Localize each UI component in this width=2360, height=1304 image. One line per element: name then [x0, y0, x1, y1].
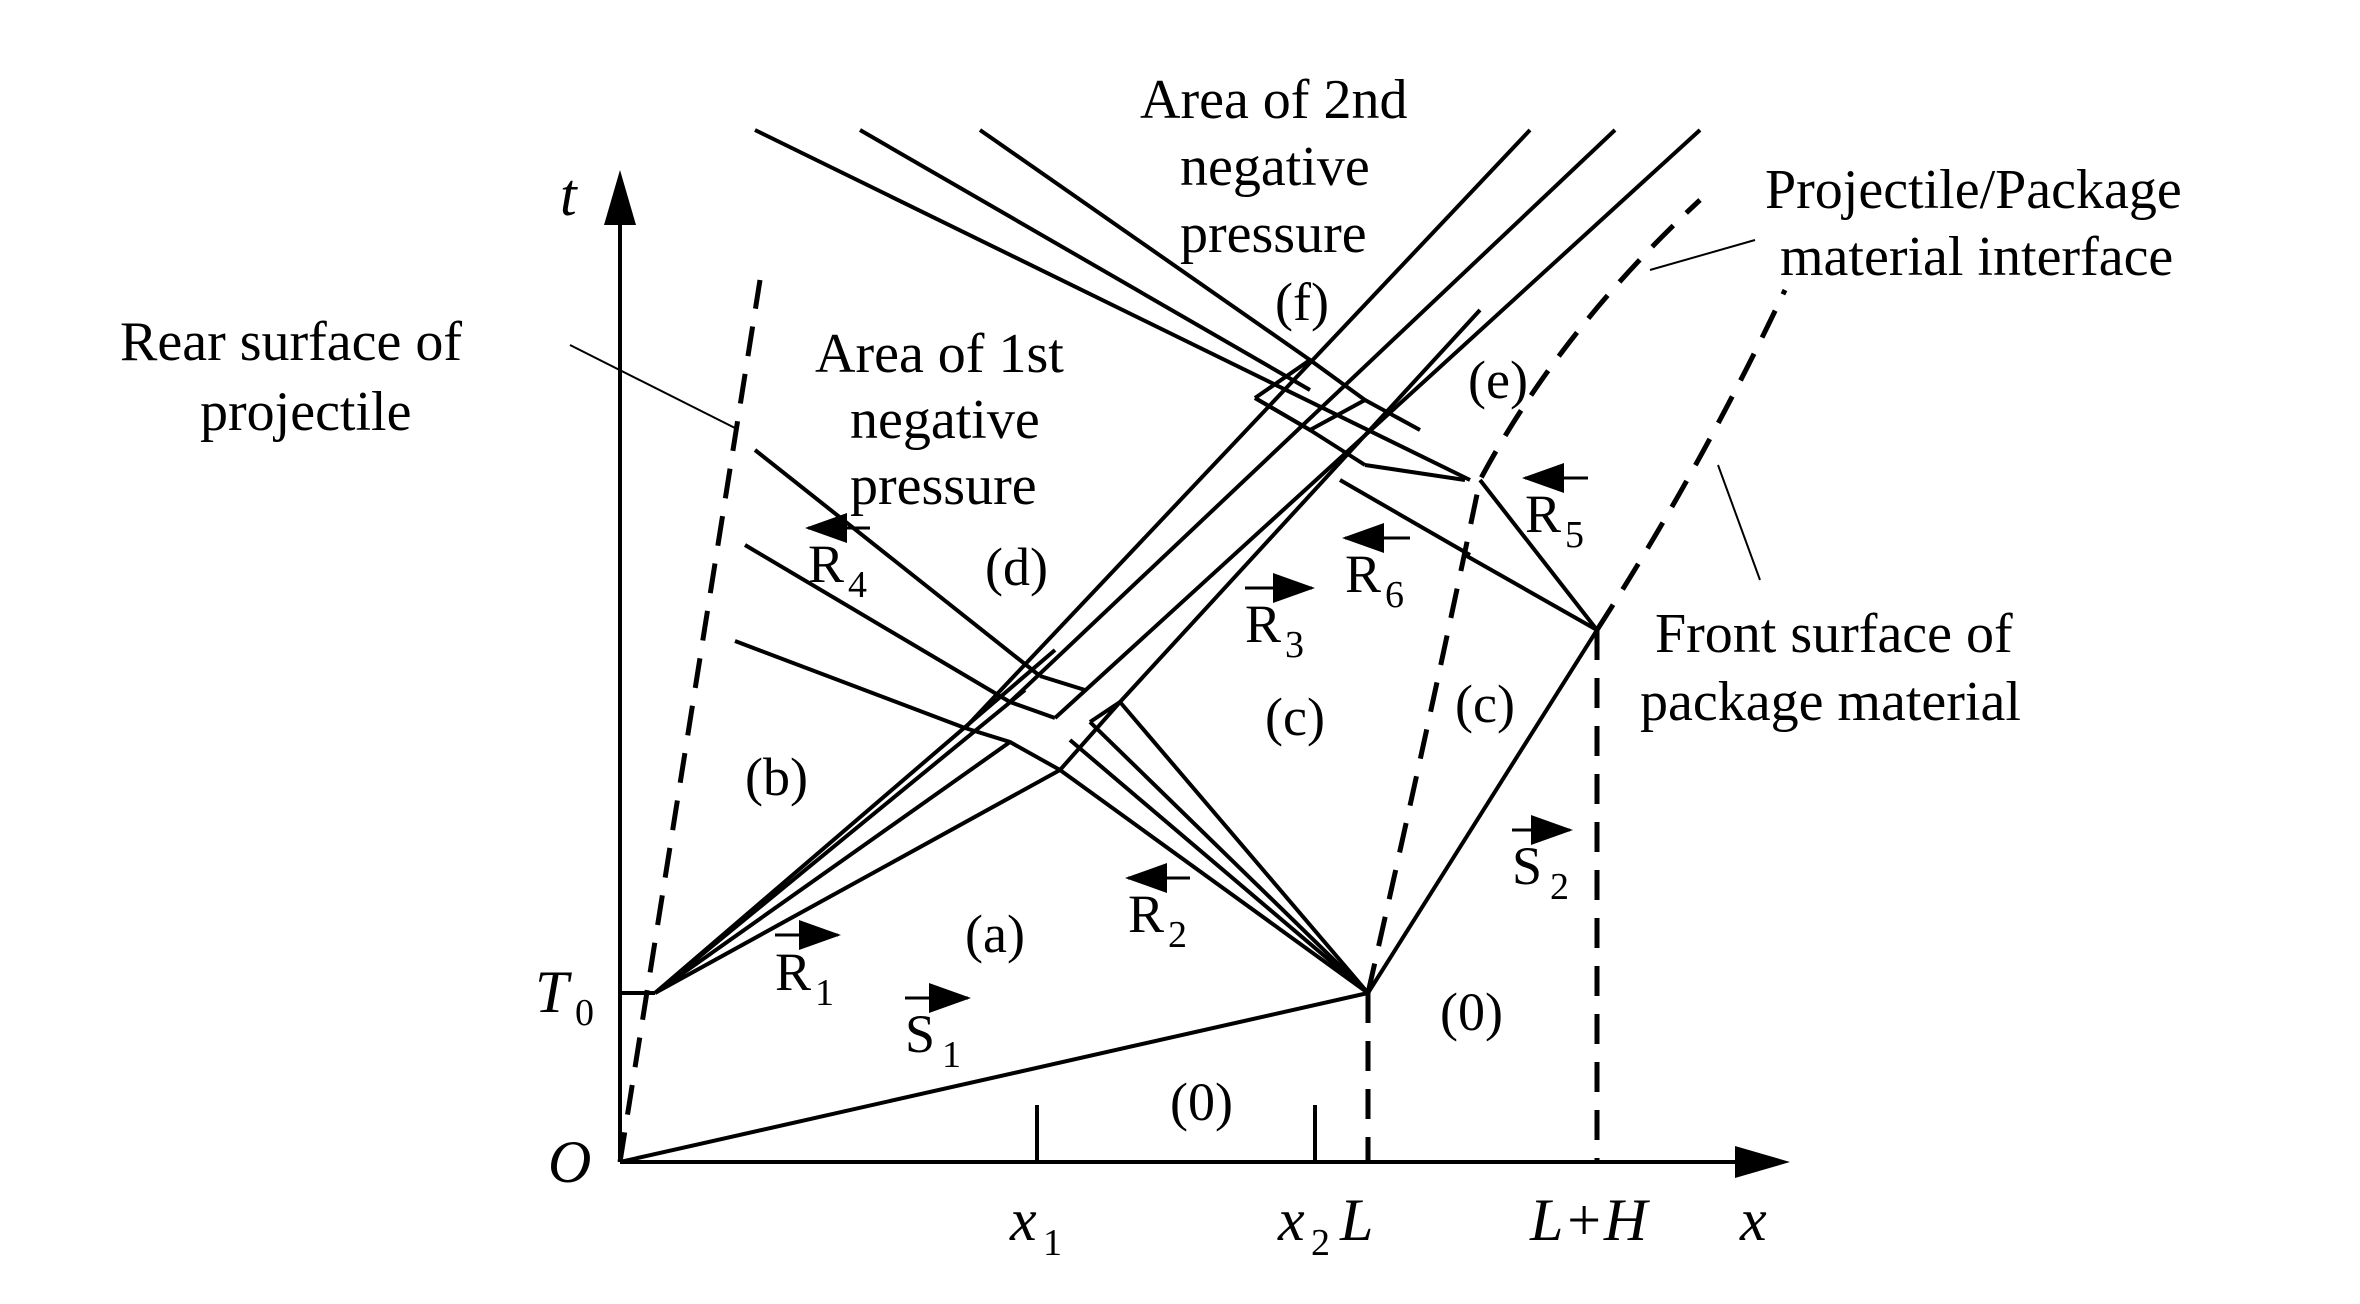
wave-r4-sub: 4	[848, 564, 867, 606]
tick-label-L: L	[1339, 1187, 1373, 1253]
rear-surface-label-1: Rear surface of	[120, 311, 462, 373]
t0-label: T	[535, 959, 572, 1025]
x-axis-label: x	[1739, 1187, 1767, 1253]
tick-label-x2-sub: 2	[1311, 1222, 1330, 1264]
wave-r2-sub: 2	[1168, 914, 1187, 956]
x-axis-arrowhead	[1735, 1146, 1790, 1178]
interface-label-1: Projectile/Package	[1765, 159, 2182, 221]
right-running-waves	[963, 128, 1702, 730]
t-axis-arrowhead	[604, 170, 636, 225]
tick-label-x1: x	[1009, 1187, 1037, 1253]
rarefaction-fan-r2	[1058, 700, 1370, 995]
leader-interface	[1649, 239, 1756, 271]
wave-s2-sub: 2	[1550, 866, 1569, 908]
crossing-network-1	[964, 700, 1122, 773]
rear-surface-dashed	[617, 279, 763, 1163]
tick-label-LH: L+H	[1529, 1187, 1651, 1253]
interface-label-2: material interface	[1780, 226, 2173, 288]
leader-front-surface	[1717, 464, 1761, 581]
wave-r2-label: R	[1128, 884, 1164, 944]
region-c-2: (c)	[1455, 674, 1515, 734]
wave-r5-sub: 5	[1565, 514, 1584, 556]
region-b: (b)	[745, 747, 808, 807]
wave-r5-label: R	[1525, 484, 1561, 544]
wave-r1-label: R	[775, 942, 811, 1002]
tick-label-x1-sub: 1	[1043, 1222, 1062, 1264]
left-wave-1	[734, 639, 966, 730]
wave-s1-sub: 1	[942, 1034, 961, 1076]
region-f: (f)	[1275, 272, 1329, 332]
front-surface-dashed	[1594, 288, 1788, 632]
area1-label-3: pressure	[850, 455, 1037, 517]
wave-r6-sub: 6	[1385, 574, 1404, 616]
tick-label-x2: x	[1277, 1187, 1305, 1253]
shock-s2-line	[1366, 628, 1599, 995]
wave-r6-label: R	[1345, 544, 1381, 604]
t0-sub: 0	[575, 992, 594, 1034]
rear-surface-label-2: projectile	[200, 381, 411, 443]
wave-r4-label: R	[808, 534, 844, 594]
region-a: (a)	[965, 904, 1025, 964]
interface-dashed	[1365, 198, 1702, 994]
front-surface-label-2: package material	[1640, 671, 2021, 733]
leader-rear-surface	[569, 344, 736, 429]
area1-label-1: Area of 1st	[815, 323, 1064, 385]
wave-r5-line	[1478, 478, 1599, 632]
wave-r3-sub: 3	[1285, 624, 1304, 666]
t-axis-label: t	[560, 162, 578, 228]
area2-label-3: pressure	[1180, 203, 1367, 265]
region-0-right: (0)	[1440, 982, 1503, 1042]
left-wave-2	[743, 543, 1012, 704]
region-0-bottom: (0)	[1170, 1072, 1233, 1132]
region-d: (d)	[985, 537, 1048, 597]
area2-label-2: negative	[1180, 136, 1370, 198]
origin-label: O	[548, 1129, 591, 1195]
front-surface-label-1: Front surface of	[1655, 603, 2013, 665]
region-c-1: (c)	[1265, 687, 1325, 747]
area1-label-2: negative	[850, 389, 1040, 451]
shock-s1-line	[619, 991, 1369, 1164]
area2-label-1: Area of 2nd	[1140, 69, 1407, 131]
wave-r3-label: R	[1245, 594, 1281, 654]
region-e: (e)	[1468, 350, 1528, 410]
wave-s1-label: S	[905, 1004, 935, 1064]
left-wave-3	[753, 448, 1042, 678]
wave-s2-label: S	[1512, 836, 1542, 896]
wave-r1-sub: 1	[815, 972, 834, 1014]
upper-left-waves	[754, 128, 1471, 482]
wave-r6-line	[1464, 553, 1598, 632]
rarefaction-fan-r1	[653, 648, 1061, 995]
